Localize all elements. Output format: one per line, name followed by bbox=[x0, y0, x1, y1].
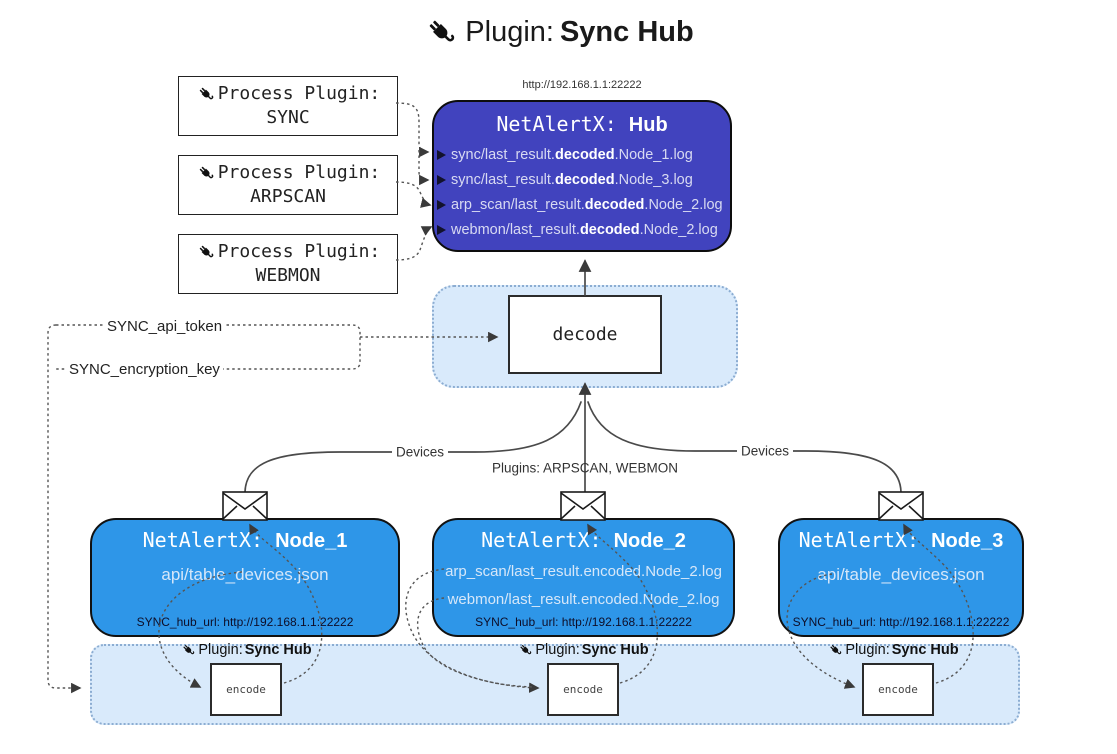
log-bold: decoded bbox=[554, 171, 615, 188]
node-file: arp_scan/last_result.encoded.Node_2.log bbox=[445, 563, 722, 580]
page-title: Plugin: Sync Hub bbox=[0, 14, 1117, 50]
devices-label-left: Devices bbox=[391, 444, 449, 460]
node-title-prefix: NetAlertX: bbox=[798, 528, 932, 552]
page-title-name: Sync Hub bbox=[559, 15, 694, 48]
plug-icon bbox=[517, 642, 533, 658]
encode-box-1: encode bbox=[210, 663, 282, 716]
edge-sync-to-log1 bbox=[395, 102, 430, 158]
log-post: .Node_2.log bbox=[644, 196, 723, 213]
log-pre: sync/last_result. bbox=[451, 146, 555, 163]
process-plugin-label: Process Plugin: bbox=[217, 162, 381, 183]
log-bold: decoded bbox=[579, 221, 640, 238]
encoder-plugin-label: Plugin: Sync Hub bbox=[517, 642, 649, 658]
plug-icon bbox=[180, 642, 196, 658]
log-post: .Node_2.log bbox=[639, 221, 718, 238]
encoder-plugin-prefix: Plugin: bbox=[535, 642, 580, 658]
sync-encryption-key-label: SYNC_encryption_key bbox=[66, 361, 223, 378]
arrow-right-icon bbox=[437, 174, 446, 185]
edge-arpscan-to-log3 bbox=[395, 181, 432, 208]
devices-label-right: Devices bbox=[736, 443, 794, 459]
process-plugin-webmon: Process Plugin: WEBMON bbox=[178, 234, 398, 294]
node-hub-url: SYNC_hub_url: http://192.168.1.1:22222 bbox=[475, 615, 692, 629]
arrow-right-icon bbox=[437, 199, 446, 210]
hub-box: NetAlertX: Hub sync/last_result.decoded.… bbox=[432, 100, 732, 252]
encoder-plugin-name: Sync Hub bbox=[581, 642, 649, 658]
plug-icon bbox=[827, 642, 843, 658]
envelope-icon bbox=[560, 491, 606, 521]
hub-log-line: sync/last_result.decoded.Node_3.log bbox=[437, 167, 730, 192]
decode-box: decode bbox=[508, 295, 662, 374]
node-3-box: NetAlertX: Node_3 api/table_devices.json… bbox=[778, 518, 1024, 637]
envelope-icon bbox=[222, 491, 268, 521]
process-plugin-label: Process Plugin: bbox=[217, 241, 381, 262]
encoder-plugin-name: Sync Hub bbox=[891, 642, 959, 658]
log-pre: webmon/last_result. bbox=[451, 221, 580, 238]
process-plugin-name: WEBMON bbox=[255, 265, 321, 286]
arrow-right-icon bbox=[437, 149, 446, 160]
node-title-name: Node_2 bbox=[613, 530, 686, 552]
log-bold: decoded bbox=[584, 196, 645, 213]
encoder-plugin-name: Sync Hub bbox=[244, 642, 312, 658]
node-title-name: Node_3 bbox=[931, 530, 1004, 552]
plugins-label: Plugins: ARPSCAN, WEBMON bbox=[491, 460, 679, 476]
hub-title-prefix: NetAlertX: bbox=[496, 112, 629, 136]
node-title: NetAlertX: Node_1 bbox=[92, 528, 398, 553]
process-plugin-name: SYNC bbox=[266, 107, 310, 128]
node-title-name: Node_1 bbox=[275, 530, 348, 552]
plug-icon bbox=[196, 84, 216, 104]
encoder-plugin-label: Plugin: Sync Hub bbox=[827, 642, 959, 658]
edge-webmon-to-log4 bbox=[395, 226, 433, 261]
plug-icon bbox=[196, 163, 216, 183]
page-title-prefix: Plugin: bbox=[465, 15, 554, 48]
edge-keys-left-rail bbox=[47, 324, 82, 694]
node-file: api/table_devices.json bbox=[817, 565, 985, 584]
encode-box-3: encode bbox=[862, 663, 934, 716]
node-title-prefix: NetAlertX: bbox=[481, 528, 614, 552]
arrow-right-icon bbox=[437, 224, 446, 235]
encode-box-2: encode bbox=[547, 663, 619, 716]
log-post: .Node_1.log bbox=[614, 146, 693, 163]
log-bold: decoded bbox=[554, 146, 615, 163]
hub-log-line: sync/last_result.decoded.Node_1.log bbox=[437, 142, 730, 167]
hub-log-line: webmon/last_result.decoded.Node_2.log bbox=[437, 217, 730, 242]
process-plugin-label: Process Plugin: bbox=[217, 83, 381, 104]
node-hub-url: SYNC_hub_url: http://192.168.1.1:22222 bbox=[136, 615, 354, 629]
process-plugin-name: ARPSCAN bbox=[250, 186, 326, 207]
hub-log-line: arp_scan/last_result.decoded.Node_2.log bbox=[437, 192, 730, 217]
encoder-plugin-label: Plugin: Sync Hub bbox=[180, 642, 312, 658]
process-plugin-sync: Process Plugin: SYNC bbox=[178, 76, 398, 136]
log-pre: sync/last_result. bbox=[451, 171, 555, 188]
hub-log-list: sync/last_result.decoded.Node_1.log sync… bbox=[434, 142, 730, 242]
envelope-icon bbox=[878, 491, 924, 521]
log-pre: arp_scan/last_result. bbox=[451, 196, 585, 213]
encoder-plugin-prefix: Plugin: bbox=[845, 642, 890, 658]
process-plugin-arpscan: Process Plugin: ARPSCAN bbox=[178, 155, 398, 215]
node-file: api/table_devices.json bbox=[161, 565, 329, 584]
node-title: NetAlertX: Node_2 bbox=[434, 528, 733, 553]
hub-url-label: http://192.168.1.1:22222 bbox=[522, 79, 642, 91]
log-post: .Node_3.log bbox=[614, 171, 693, 188]
hub-title: NetAlertX: Hub bbox=[434, 112, 730, 137]
encoder-plugin-prefix: Plugin: bbox=[198, 642, 243, 658]
node-title: NetAlertX: Node_3 bbox=[780, 528, 1022, 553]
node-title-prefix: NetAlertX: bbox=[142, 528, 276, 552]
node-2-box: NetAlertX: Node_2 arp_scan/last_result.e… bbox=[432, 518, 735, 637]
edge-sync-to-log2 bbox=[418, 150, 430, 186]
sync-api-token-label: SYNC_api_token bbox=[104, 318, 226, 335]
node-hub-url: SYNC_hub_url: http://192.168.1.1:22222 bbox=[792, 615, 1010, 629]
plug-icon bbox=[423, 14, 459, 50]
node-file-list: arp_scan/last_result.encoded.Node_2.log … bbox=[434, 558, 733, 614]
node-1-box: NetAlertX: Node_1 api/table_devices.json… bbox=[90, 518, 400, 637]
node-file: webmon/last_result.encoded.Node_2.log bbox=[447, 591, 720, 608]
hub-title-name: Hub bbox=[628, 114, 668, 136]
plug-icon bbox=[196, 242, 216, 262]
